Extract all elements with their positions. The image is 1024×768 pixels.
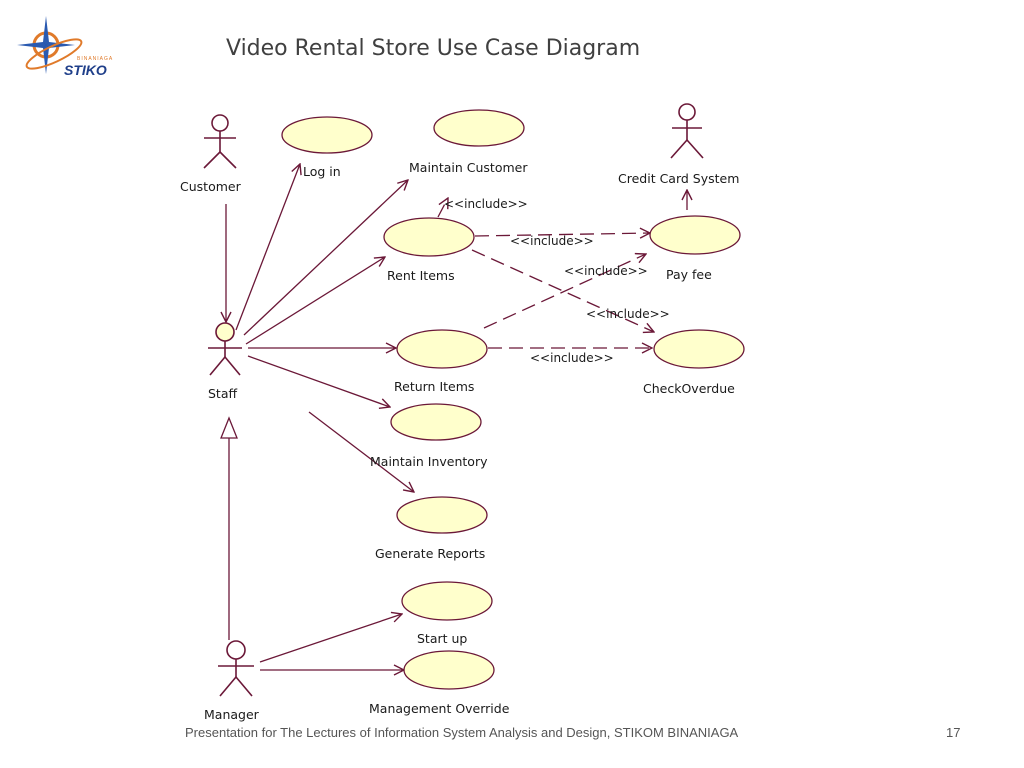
- generalization-arrowhead: [220, 416, 238, 439]
- include-return-pay: [483, 254, 646, 329]
- usecase-start-up-label: Start up: [417, 631, 467, 646]
- assoc-staff-rent: [245, 257, 385, 345]
- usecase-maintain-customer-label: Maintain Customer: [409, 160, 528, 175]
- assoc-manager-startup: [259, 614, 402, 663]
- usecase-check-overdue[interactable]: [653, 329, 745, 369]
- assoc-staff-reports: [308, 411, 414, 492]
- usecase-rent-items[interactable]: [383, 217, 475, 257]
- usecase-check-overdue-label: CheckOverdue: [643, 381, 735, 396]
- usecase-maintain-inventory[interactable]: [390, 403, 482, 441]
- actor-customer[interactable]: [203, 114, 237, 169]
- include-label-rent-maintain: <<include>>: [444, 197, 528, 211]
- usecase-maintain-customer[interactable]: [433, 109, 525, 147]
- slide-title: Video Rental Store Use Case Diagram: [226, 36, 641, 61]
- usecase-login-label: Log in: [303, 164, 341, 179]
- usecase-generate-reports[interactable]: [396, 496, 488, 534]
- usecase-generate-reports-label: Generate Reports: [375, 546, 485, 561]
- assoc-staff-maintain-customer: [243, 180, 408, 336]
- usecase-login[interactable]: [281, 116, 373, 154]
- actor-staff[interactable]: [208, 322, 242, 376]
- usecase-management-override-label: Management Override: [369, 701, 510, 716]
- include-label-rent-overdue: <<include>>: [586, 307, 670, 321]
- include-rent-pay: [474, 233, 650, 236]
- use-case-diagram: Customer Staff Manager Credit Card Syste…: [172, 92, 772, 722]
- include-label-rent-pay: <<include>>: [510, 234, 594, 248]
- include-label-return-pay: <<include>>: [564, 264, 648, 278]
- usecase-rent-items-label: Rent Items: [387, 268, 455, 283]
- include-rent-maintain: [437, 198, 448, 218]
- logo-text: STIKO: [64, 62, 107, 78]
- usecase-management-override[interactable]: [403, 650, 495, 690]
- stikom-logo: BINANIAGA STIKO: [14, 14, 112, 84]
- actor-manager[interactable]: [218, 640, 254, 697]
- actor-customer-label: Customer: [180, 179, 242, 194]
- include-rent-overdue: [471, 249, 654, 332]
- page-number: 17: [946, 725, 961, 740]
- assoc-staff-inventory: [247, 355, 390, 407]
- usecase-pay-fee-label: Pay fee: [666, 267, 712, 282]
- actor-credit-card-system[interactable]: [670, 103, 704, 159]
- usecase-pay-fee[interactable]: [649, 215, 741, 255]
- usecase-return-items[interactable]: [396, 329, 488, 369]
- actor-credit-card-label: Credit Card System: [618, 171, 739, 186]
- usecase-start-up[interactable]: [401, 581, 493, 621]
- include-label-return-overdue: <<include>>: [530, 351, 614, 365]
- logo-subtext: BINANIAGA: [77, 56, 114, 62]
- usecase-maintain-inventory-label: Maintain Inventory: [370, 454, 488, 469]
- slide-footer: Presentation for The Lectures of Informa…: [185, 725, 739, 740]
- assoc-staff-login: [235, 164, 300, 331]
- logo-emblem-icon: [17, 16, 83, 74]
- actor-manager-label: Manager: [204, 707, 260, 722]
- usecase-return-items-label: Return Items: [394, 379, 474, 394]
- actor-staff-label: Staff: [208, 386, 237, 401]
